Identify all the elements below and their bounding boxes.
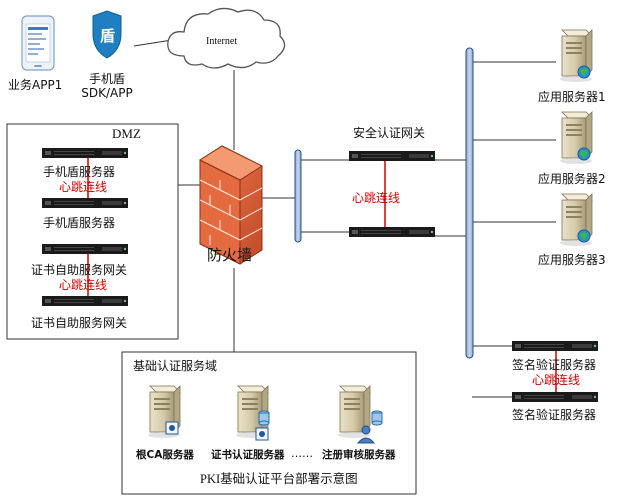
main-trunk-bar xyxy=(465,47,474,359)
security-gateway-title: 安全认证网关 xyxy=(353,126,426,140)
diagram-caption: PKI基础认证平台部署示意图 xyxy=(200,472,358,486)
cert-auth-label: 证书认证服务器 xyxy=(211,449,285,461)
sign-server-2-rack xyxy=(512,392,598,402)
app-server-3-icon xyxy=(559,193,593,247)
shield-server-1-label: 手机盾服务器 xyxy=(43,165,116,179)
firewall-label: 防火墙 xyxy=(207,246,253,264)
ellipsis-label: …… xyxy=(291,447,313,460)
shield-server-2-rack xyxy=(42,198,128,208)
security-gateway-1-rack xyxy=(349,151,435,161)
app-server-1-icon xyxy=(559,29,593,83)
app-server-1-label: 应用服务器1 xyxy=(538,90,606,104)
reg-audit-server-icon xyxy=(337,385,383,444)
sign-server-1-rack xyxy=(512,341,598,351)
mobile-shield-label-line2: SDK/APP xyxy=(81,86,133,100)
sign-server-1-label: 签名验证服务器 xyxy=(512,358,597,372)
dmz-heartbeat-2-label: 心跳连线 xyxy=(59,278,108,292)
selfservice-gw-1-rack xyxy=(42,244,128,254)
selfservice-gw-2-label: 证书自助服务网关 xyxy=(31,316,128,330)
security-gateway-2-rack xyxy=(349,227,435,237)
gateway-heartbeat-label: 心跳连线 xyxy=(352,191,401,205)
gateway-bus-bar xyxy=(294,149,302,243)
app-server-3-label: 应用服务器3 xyxy=(538,253,606,267)
sign-server-2-label: 签名验证服务器 xyxy=(512,408,597,422)
root-ca-label: 根CA服务器 xyxy=(136,449,194,461)
firewall-icon xyxy=(198,145,264,265)
mobile-phone-icon xyxy=(21,15,55,71)
dmz-heartbeat-1-label: 心跳连线 xyxy=(59,180,108,194)
reg-audit-label: 注册审核服务器 xyxy=(322,449,396,461)
app-server-2-label: 应用服务器2 xyxy=(538,172,606,186)
internet-cloud-icon xyxy=(167,7,286,69)
sign-heartbeat-label: 心跳连线 xyxy=(532,373,581,387)
cert-auth-server-icon xyxy=(235,385,270,441)
shield-server-1-rack xyxy=(42,148,128,158)
mobile-shield-label: 手机盾 SDK/APP xyxy=(81,72,132,100)
shield-server-2-label: 手机盾服务器 xyxy=(43,216,116,230)
mobile-shield-icon xyxy=(92,10,122,59)
internet-label: Internet xyxy=(206,36,238,47)
selfservice-gw-2-rack xyxy=(42,296,128,306)
selfservice-gw-1-label: 证书自助服务网关 xyxy=(31,263,128,277)
business-app-label: 业务APP1 xyxy=(8,78,63,92)
mobile-shield-label-line1: 手机盾 xyxy=(88,72,126,86)
shield-glyph: 盾 xyxy=(100,27,116,45)
root-ca-server-icon xyxy=(147,385,181,439)
base-domain-title: 基础认证服务域 xyxy=(133,359,218,373)
app-server-2-icon xyxy=(559,111,593,165)
client-to-internet-line xyxy=(133,39,173,47)
dmz-title: DMZ xyxy=(112,126,141,141)
